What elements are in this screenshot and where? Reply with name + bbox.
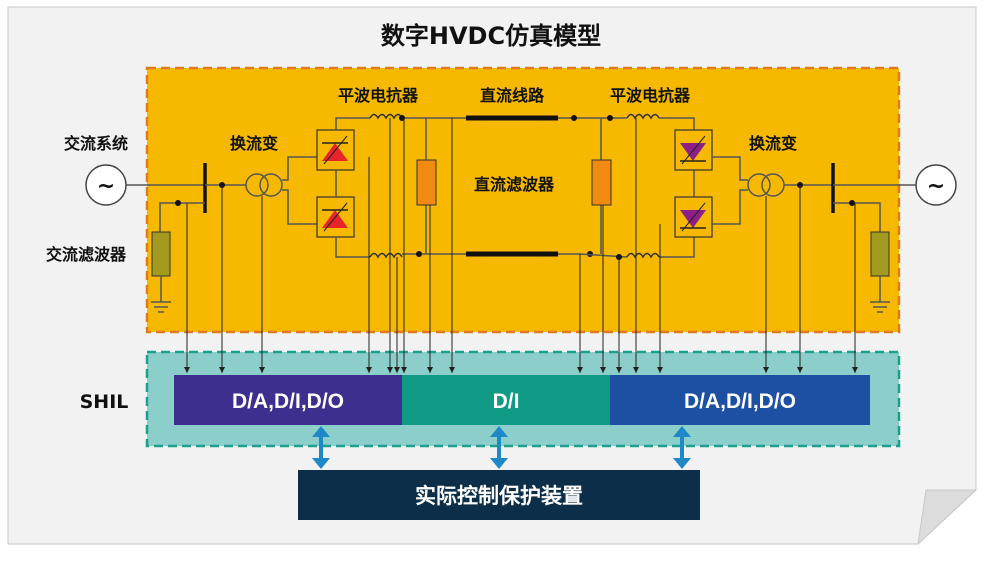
node-dot bbox=[571, 115, 577, 121]
model-area bbox=[145, 66, 901, 334]
ground-icon bbox=[870, 301, 890, 313]
bidirectional-arrow bbox=[673, 426, 691, 469]
svg-text:~: ~ bbox=[97, 174, 115, 199]
bidirectional-arrow bbox=[312, 426, 330, 469]
ac-system-label: 交流系统 bbox=[64, 134, 128, 153]
valve-wire-left bbox=[335, 117, 370, 258]
ac-source-left: ~ bbox=[85, 164, 127, 206]
io-block-left-label: D/A,D/I,D/O bbox=[232, 390, 344, 413]
node-dot bbox=[607, 115, 613, 121]
dc-filter-label: 直流滤波器 bbox=[474, 175, 555, 194]
io-block-right-label: D/A,D/I,D/O bbox=[684, 390, 796, 413]
ac-filter-wire-left bbox=[159, 202, 205, 232]
ground-icon bbox=[151, 301, 171, 313]
io-block-right bbox=[610, 375, 870, 425]
thyristor-valve-right-upper bbox=[674, 129, 713, 171]
dc-line-label: 直流线路 bbox=[480, 86, 545, 105]
paper-fold bbox=[917, 489, 978, 546]
smoothing-reactor-right-lower bbox=[626, 252, 660, 259]
bidirectional-arrow bbox=[490, 426, 508, 469]
shil-label: SHIL bbox=[80, 391, 129, 413]
io-block-left bbox=[174, 375, 402, 425]
ac-filter-label: 交流滤波器 bbox=[46, 245, 127, 264]
diagram-title: 数字HVDC仿真模型 bbox=[381, 22, 601, 50]
thyristor-valve-right-lower bbox=[674, 196, 713, 238]
converter-transformer-right-label: 换流变 bbox=[749, 134, 797, 153]
svg-text:~: ~ bbox=[927, 174, 945, 199]
ac-source-right: ~ bbox=[915, 164, 957, 206]
converter-transformer-left-label: 换流变 bbox=[230, 134, 278, 153]
io-block-middle-label: D/I bbox=[493, 390, 520, 413]
smoothing-reactor-left-upper bbox=[369, 113, 403, 120]
ac-filter-element-right bbox=[870, 231, 890, 277]
converter-transformer-left-icon bbox=[245, 173, 283, 197]
signal-arrows bbox=[184, 118, 858, 373]
ac-filter-wire-right bbox=[833, 202, 881, 232]
node-dot bbox=[175, 200, 181, 206]
smoothing-reactor-right-upper bbox=[626, 113, 660, 120]
transformer-secondary-left bbox=[282, 156, 317, 225]
ac-filter-element-left bbox=[151, 231, 171, 277]
io-block-middle bbox=[402, 375, 610, 425]
smoothing-reactor-right-label: 平波电抗器 bbox=[610, 86, 691, 105]
transformer-secondary-right bbox=[712, 156, 748, 225]
node-dot bbox=[849, 200, 855, 206]
control-box-label: 实际控制保护装置 bbox=[415, 484, 583, 508]
dc-filter-left-element bbox=[416, 159, 437, 206]
smoothing-reactor-left-label: 平波电抗器 bbox=[338, 86, 419, 105]
control-box bbox=[298, 470, 700, 520]
smoothing-reactor-left-lower bbox=[369, 252, 403, 259]
node-dot bbox=[416, 251, 422, 257]
dc-filter-right-element bbox=[591, 159, 612, 206]
